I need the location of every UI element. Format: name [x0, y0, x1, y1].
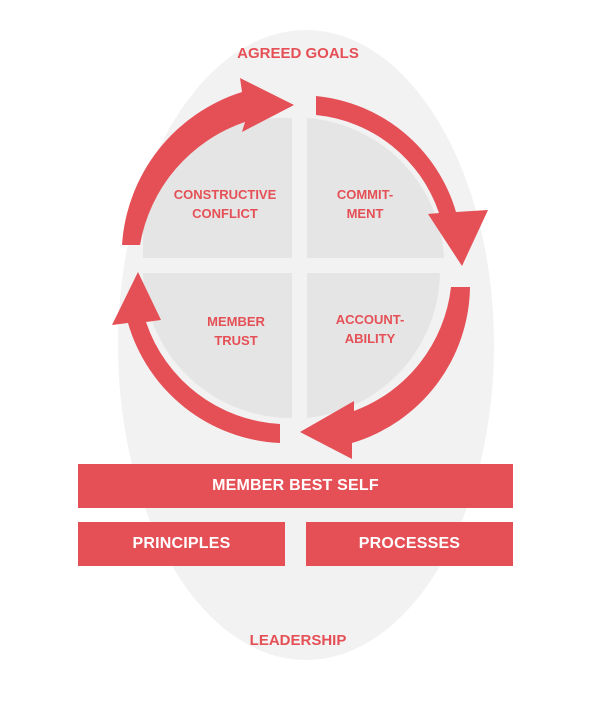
- arrow-top-left: [122, 78, 294, 245]
- accountability-line-1: ACCOUNT-: [336, 312, 405, 327]
- quadrant-bottom-right: [307, 273, 440, 418]
- member-trust-line-2: TRUST: [214, 333, 257, 348]
- constructive-conflict-line-2: CONFLICT: [192, 206, 258, 221]
- accountability-line-2: ABILITY: [345, 331, 396, 346]
- clockwise-cycle-arrows-icon: [112, 78, 488, 459]
- agreed-goals-label: AGREED GOALS: [237, 45, 359, 62]
- leadership-label: LEADERSHIP: [250, 632, 347, 649]
- processes-bar: PROCESSES: [306, 522, 513, 566]
- arrow-bottom-right: [300, 287, 470, 459]
- quadrant-disc: [143, 117, 444, 419]
- member-trust-line-1: MEMBER: [207, 314, 265, 329]
- quadrant-bottom-left: [143, 273, 292, 419]
- quadrant-top-left: [143, 117, 292, 258]
- commitment-line-2: MENT: [347, 206, 384, 221]
- member-best-self-bar: MEMBER BEST SELF: [78, 464, 513, 508]
- arrow-bottom-left: [112, 272, 280, 443]
- constructive-conflict-line-1: CONSTRUCTIVE: [174, 187, 277, 202]
- arrow-top-right: [316, 96, 488, 266]
- commitment-line-1: COMMIT-: [337, 187, 393, 202]
- principles-bar: PRINCIPLES: [78, 522, 285, 566]
- quadrant-top-right: [307, 118, 444, 258]
